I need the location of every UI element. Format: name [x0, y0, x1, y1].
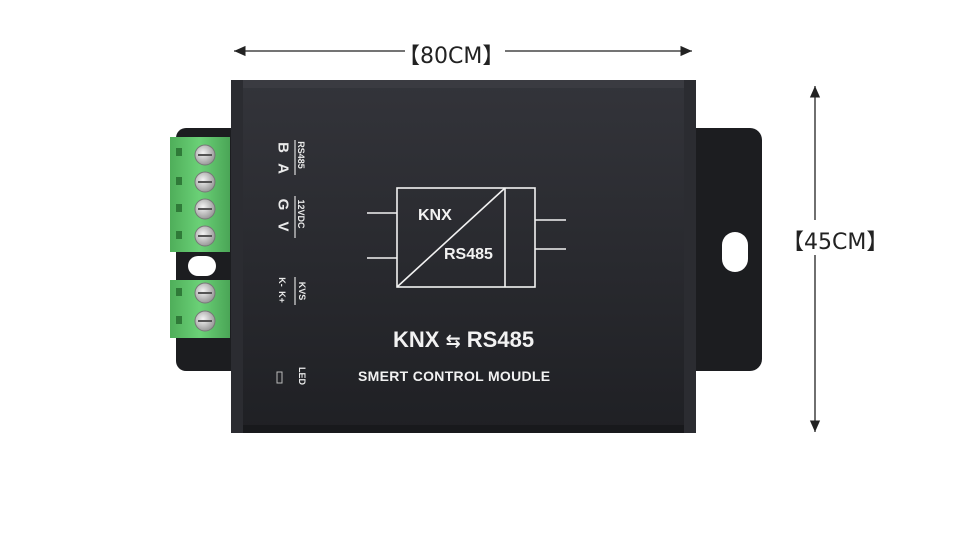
product-title-knx: KNX — [393, 327, 440, 352]
label-v: V — [274, 221, 292, 232]
label-12vdc: 12VDC — [296, 199, 306, 229]
led-indicator — [276, 371, 283, 384]
label-k-plus: K+ — [277, 291, 287, 303]
label-led: LED — [297, 367, 307, 385]
label-rs485: RS485 — [296, 141, 306, 169]
product-subtitle: SMERT CONTROL MOUDLE — [358, 368, 551, 384]
height-dimension-label: 【45CM】 — [782, 230, 889, 255]
width-dimension-label: 【80CM】 — [398, 44, 505, 69]
diagram-knx-label: KNX — [418, 207, 452, 224]
label-b: B — [274, 142, 292, 153]
converter-diagram — [367, 187, 566, 288]
label-a: A — [274, 163, 292, 174]
label-kvs: KVS — [297, 281, 307, 301]
terminal-screws — [194, 144, 216, 332]
product-title-rs485: RS485 — [466, 327, 535, 352]
bidirectional-arrow-icon: ⇆ — [445, 331, 461, 352]
label-g: G — [274, 198, 292, 211]
diagram-rs485-label: RS485 — [444, 246, 493, 263]
main-housing — [231, 80, 696, 433]
product-title: KNX ⇆ RS485 — [393, 327, 534, 353]
